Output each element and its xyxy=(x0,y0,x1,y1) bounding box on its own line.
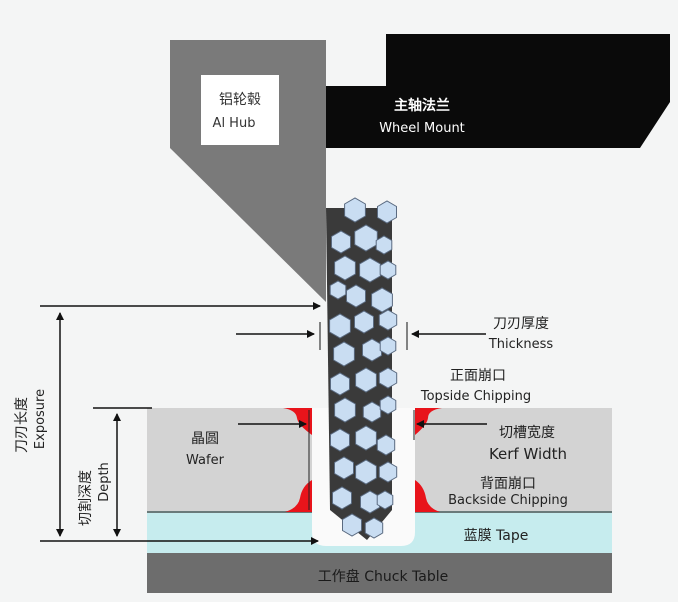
kerf-label-cn: 切槽宽度 xyxy=(499,424,555,441)
diamond-grit xyxy=(333,341,355,367)
diamond-grit xyxy=(362,401,382,423)
diamond-grit xyxy=(331,230,351,254)
exposure-label-cn: 刀刃长度 xyxy=(14,397,30,453)
diamond-grit xyxy=(379,260,397,280)
diamond-grit xyxy=(355,367,377,393)
backside-chipping-left xyxy=(285,480,312,512)
wafer-label-en: Wafer xyxy=(186,453,225,468)
backside-label-en: Backside Chipping xyxy=(448,493,568,508)
diamond-grit xyxy=(371,287,393,313)
diamond-grit xyxy=(376,490,394,510)
hub-label-cn: 铝轮毂 xyxy=(219,92,261,108)
thickness-label-cn: 刀刃厚度 xyxy=(493,316,549,332)
diamond-grit xyxy=(360,490,380,514)
diamond-grit xyxy=(377,200,397,224)
diamond-grit xyxy=(355,425,377,451)
diamond-grit xyxy=(378,309,398,331)
al-hub-label-box xyxy=(201,75,279,145)
backside-label-cn: 背面崩口 xyxy=(480,476,536,492)
diamond-grit xyxy=(346,284,366,308)
topside-label-en: Topside Chipping xyxy=(420,389,531,404)
diamond-grit xyxy=(329,280,347,300)
chuck-label: 工作盘 Chuck Table xyxy=(318,568,448,585)
tape-label: 蓝膜 Tape xyxy=(464,528,529,544)
wheel-mount xyxy=(326,34,670,148)
diamond-grit xyxy=(354,310,374,334)
diamond-grit xyxy=(329,313,351,339)
topside-label-cn: 正面崩口 xyxy=(450,368,506,384)
diamond-grit xyxy=(334,397,356,423)
diamond-grit xyxy=(379,395,397,415)
diamond-grits xyxy=(329,197,398,539)
thickness-label-en: Thickness xyxy=(488,337,553,352)
diamond-grit xyxy=(342,513,362,537)
diamond-grit xyxy=(332,486,352,510)
diamond-grit xyxy=(334,456,354,480)
diamond-grit xyxy=(362,338,382,362)
topside-chipping-left xyxy=(283,408,312,435)
diamond-grit xyxy=(379,336,397,356)
hub-label-en: Al Hub xyxy=(213,116,256,131)
diamond-grit xyxy=(355,459,377,485)
diamond-grit xyxy=(354,224,378,252)
diamond-grit xyxy=(378,461,398,483)
exposure-label-en: Exposure xyxy=(33,389,48,449)
diamond-grit xyxy=(330,372,350,396)
diamond-grit xyxy=(378,367,398,389)
diamond-grit xyxy=(334,255,356,281)
diamond-grit xyxy=(364,517,384,539)
depth-label-en: Depth xyxy=(97,462,112,502)
diamond-grit xyxy=(330,428,350,452)
backside-chipping-right xyxy=(415,480,440,512)
mount-label-cn: 主轴法兰 xyxy=(394,97,450,114)
topside-chipping-right xyxy=(415,408,442,435)
wafer-label-cn: 晶圆 xyxy=(191,431,219,447)
diamond-grit xyxy=(375,235,393,255)
mount-label-en: Wheel Mount xyxy=(379,121,465,136)
depth-label-cn: 切割深度 xyxy=(77,470,94,526)
diamond-grit xyxy=(376,434,396,456)
chuck-table xyxy=(147,553,612,593)
diamond-grit xyxy=(344,197,366,223)
diamond-grit xyxy=(359,257,381,283)
kerf-label-en: Kerf Width xyxy=(489,445,567,463)
